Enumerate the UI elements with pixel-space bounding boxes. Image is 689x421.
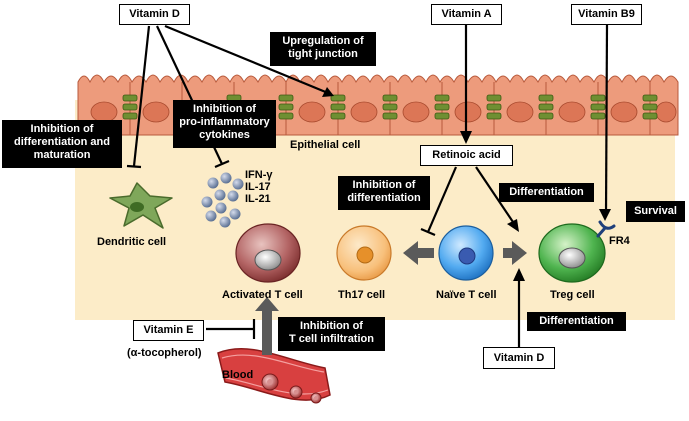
blood-label: Blood bbox=[222, 369, 254, 381]
activated-t-cell-shape bbox=[235, 223, 301, 283]
vitamin-e-alias: (α-tocopherol) bbox=[127, 347, 202, 359]
th17-cell-shape bbox=[336, 225, 392, 281]
cytokine-inhibition-line-1: Inhibition of bbox=[193, 103, 256, 115]
arrow-heads bbox=[322, 87, 611, 281]
dendritic-cell-label: Dendritic cell bbox=[97, 236, 167, 248]
vitamin-d-bottom-box: Vitamin D bbox=[483, 347, 555, 369]
epithelial-layer bbox=[77, 74, 679, 136]
dendritic-inhibition-line-3: maturation bbox=[33, 149, 91, 161]
cytokine-inhibition-line-2: pro-inflammatory bbox=[179, 116, 270, 128]
vitamin-b9-box: Vitamin B9 bbox=[571, 4, 642, 25]
dendritic-inhibition-line-1: Inhibition of bbox=[30, 123, 94, 135]
cytokine-inhibition-label: Inhibition of pro-inflammatory cytokines bbox=[173, 100, 276, 148]
differentiation-bottom-label: Differentiation bbox=[527, 312, 626, 331]
naive-t-cell-shape bbox=[438, 225, 494, 281]
infiltration-line-1: Inhibition of bbox=[300, 320, 363, 332]
cytokine-il-21: IL-21 bbox=[245, 193, 271, 205]
fr4-label: FR4 bbox=[609, 235, 630, 247]
fr4-receptor-icon bbox=[596, 220, 616, 238]
th17-inhibition-label: Inhibition of differentiation bbox=[338, 176, 430, 210]
activated-t-cell-label: Activated T cell bbox=[222, 289, 303, 301]
th17-inhibition-line-2: differentiation bbox=[347, 192, 421, 204]
tight-junctions bbox=[122, 94, 658, 120]
vitamin-a-box: Vitamin A bbox=[431, 4, 502, 25]
differentiation-top-label: Differentiation bbox=[499, 183, 594, 202]
th17-cell-label: Th17 cell bbox=[338, 289, 386, 301]
cytokine-list: IFN-γ IL-17 IL-21 bbox=[245, 169, 273, 205]
dendritic-cell-shape bbox=[109, 182, 173, 229]
epithelial-cell-label: Epithelial cell bbox=[290, 139, 361, 151]
infiltration-line-2: T cell infiltration bbox=[289, 333, 374, 345]
cytokine-inhibition-line-3: cytokines bbox=[199, 129, 250, 141]
cytokine-ifn-gamma: IFN-γ bbox=[245, 169, 273, 181]
gray-arrows bbox=[255, 241, 527, 355]
dendritic-inhibition-label: Inhibition of differentiation and matura… bbox=[2, 120, 122, 168]
retinoic-acid-box: Retinoic acid bbox=[420, 145, 513, 166]
treg-cell-label: Treg cell bbox=[550, 289, 595, 301]
tight-junction-effect-label: Upregulation of tight junction bbox=[270, 32, 376, 66]
treg-cell-shape bbox=[538, 223, 606, 283]
t-cell-infiltration-label: Inhibition of T cell infiltration bbox=[278, 317, 385, 351]
survival-label: Survival bbox=[626, 201, 685, 222]
cytokine-particles bbox=[201, 172, 244, 228]
tight-junction-line-2: tight junction bbox=[288, 48, 358, 60]
vitamin-d-top-box: Vitamin D bbox=[119, 4, 190, 25]
cytokine-il-17: IL-17 bbox=[245, 181, 271, 193]
vitamin-e-box: Vitamin E bbox=[133, 320, 204, 341]
naive-t-cell-label: Naïve T cell bbox=[436, 289, 497, 301]
th17-inhibition-line-1: Inhibition of bbox=[352, 179, 416, 191]
blood-vessel-shape bbox=[217, 348, 331, 404]
dendritic-inhibition-line-2: differentiation and bbox=[14, 136, 110, 148]
tight-junction-line-1: Upregulation of bbox=[282, 35, 364, 47]
